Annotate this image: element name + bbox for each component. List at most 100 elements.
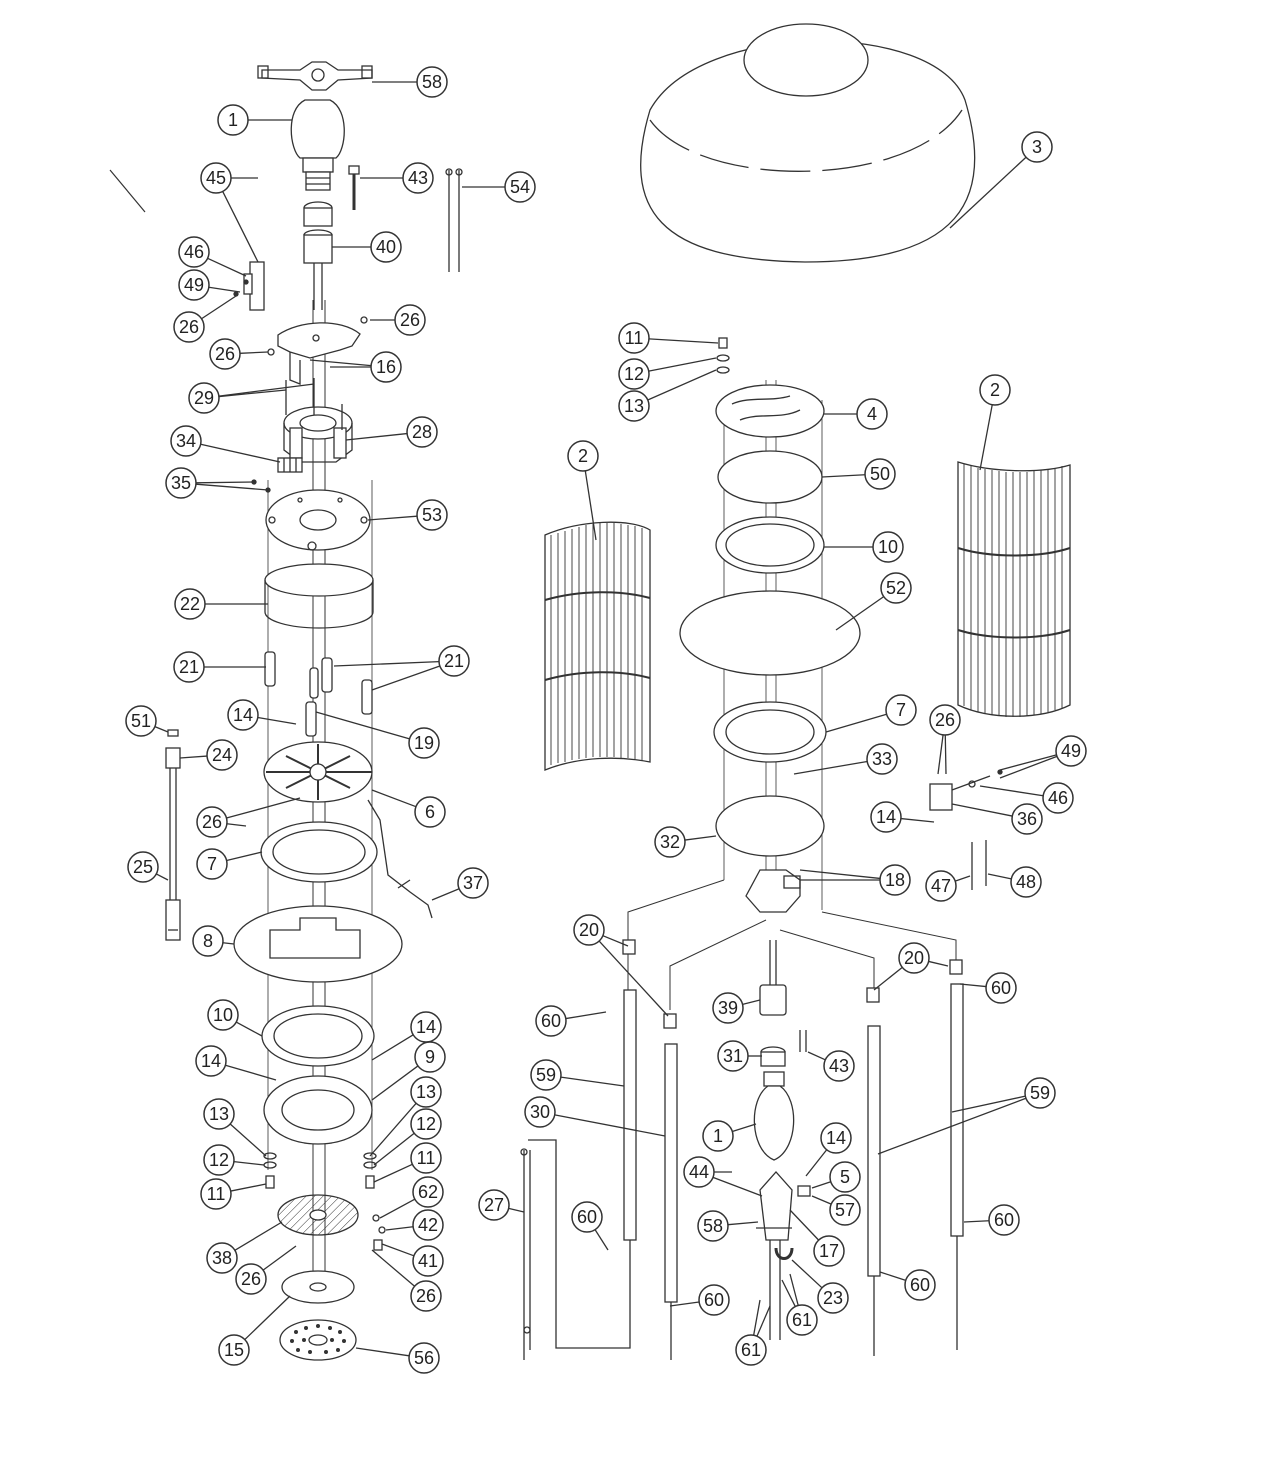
band-ring-part — [264, 563, 374, 629]
perforated-disc-part — [279, 1319, 357, 1361]
spoke-disc-part — [263, 741, 373, 803]
part-callout: 12 — [618, 357, 717, 390]
part-callout: 57 — [811, 1194, 861, 1226]
callout-number: 19 — [414, 733, 434, 753]
flange-ring-part — [263, 1075, 373, 1145]
callout-leader-line — [156, 873, 169, 881]
callout-number: 14 — [826, 1128, 846, 1148]
callout-leader-line — [333, 660, 440, 667]
part-callout: 3 — [949, 131, 1053, 229]
callout-circle — [702, 1120, 734, 1152]
part-callout: 2 — [979, 374, 1011, 471]
top-plate-part — [265, 489, 371, 551]
callout-leader-line — [793, 760, 868, 775]
callout-number: 26 — [241, 1269, 261, 1289]
power-cable-part — [165, 729, 181, 941]
callout-number: 61 — [792, 1310, 812, 1330]
callout-number: 60 — [994, 1210, 1014, 1230]
callout-number: 30 — [530, 1102, 550, 1122]
callout-circle — [394, 304, 426, 336]
rod-pair-part — [971, 840, 987, 890]
callout-number: 47 — [931, 876, 951, 896]
callout-leader-line — [811, 1195, 832, 1205]
stray-leader-line — [109, 169, 146, 213]
callout-leader-line — [371, 1249, 416, 1287]
callout-circle — [200, 162, 232, 194]
part-callout: 7 — [825, 694, 917, 733]
callout-leader-line — [648, 357, 717, 372]
callout-number: 58 — [703, 1216, 723, 1236]
callout-circle — [813, 1235, 845, 1267]
callout-leader-line — [727, 1221, 759, 1226]
upper-gasket-ring-part — [713, 701, 827, 763]
callout-leader-line — [647, 369, 717, 401]
callout-number: 15 — [224, 1340, 244, 1360]
callout-number: 2 — [990, 380, 1000, 400]
callout-number: 26 — [179, 317, 199, 337]
part-callout: 62 — [379, 1176, 444, 1219]
part-callout: 41 — [381, 1243, 444, 1277]
lower-bracket-part — [756, 1171, 811, 1340]
callout-leader-line — [239, 351, 269, 354]
callout-circle — [127, 851, 159, 883]
lower-lamp-bulb-part — [753, 1071, 795, 1161]
hatched-plate-part — [277, 1194, 359, 1236]
upper-retainer-ring-part — [715, 516, 825, 574]
callout-leader-line — [979, 785, 1044, 797]
part-callout: 31 — [717, 1040, 762, 1072]
callout-circle — [697, 1210, 729, 1242]
callout-circle — [573, 914, 605, 946]
callout-number: 50 — [870, 464, 890, 484]
screw-part — [348, 165, 360, 210]
callout-circle — [829, 1194, 861, 1226]
callout-number: 1 — [713, 1126, 723, 1146]
callout-circle — [174, 588, 206, 620]
part-callout: 44 — [683, 1156, 763, 1197]
callout-leader-line — [756, 1305, 771, 1337]
callout-leader-line — [602, 935, 629, 947]
part-callout: 14 — [371, 1011, 442, 1061]
part-callout: 45 — [200, 162, 259, 263]
handle-part — [367, 799, 433, 919]
callout-leader-line — [315, 711, 410, 740]
callout-circle — [717, 1040, 749, 1072]
callout-number: 7 — [896, 700, 906, 720]
callout-leader-line — [742, 999, 761, 1005]
callout-number: 31 — [723, 1046, 743, 1066]
lamp-bulb-part — [290, 99, 345, 191]
callout-circle — [1021, 131, 1053, 163]
part-callout: 58 — [372, 66, 448, 98]
callout-leader-line — [262, 1245, 297, 1271]
callout-leader-line — [431, 888, 460, 901]
callout-leader-line — [594, 1229, 609, 1251]
callout-circle — [192, 925, 224, 957]
callout-number: 14 — [201, 1051, 221, 1071]
callout-leader-line — [979, 404, 993, 471]
callout-circle — [618, 390, 650, 422]
callout-leader-line — [799, 869, 881, 880]
callout-number: 60 — [910, 1275, 930, 1295]
part-callout: 12 — [203, 1144, 265, 1176]
callout-leader-line — [584, 470, 597, 541]
part-callout: 10 — [207, 999, 263, 1037]
part-callout: 32 — [654, 826, 717, 858]
callout-circle — [412, 1245, 444, 1277]
part-callout: 49 — [999, 735, 1087, 779]
part-callout: 27 — [478, 1189, 525, 1221]
callout-number: 41 — [418, 1251, 438, 1271]
callout-leader-line — [373, 1163, 413, 1183]
callout-number: 26 — [416, 1286, 436, 1306]
part-callout: 36 — [951, 803, 1043, 835]
washer-stack-part — [263, 1152, 377, 1189]
part-callout: 1 — [217, 104, 292, 136]
callout-leader-line — [879, 1271, 906, 1281]
part-callout: 61 — [735, 1299, 771, 1366]
callout-circle — [410, 1142, 442, 1174]
callout-circle — [979, 374, 1011, 406]
callout-leader-line — [807, 1051, 826, 1061]
part-callout: 26 — [370, 304, 426, 336]
callout-leader-line — [207, 257, 247, 277]
part-callout: 58 — [697, 1210, 759, 1242]
part-callout: 46 — [979, 782, 1074, 814]
callout-leader-line — [226, 851, 263, 862]
